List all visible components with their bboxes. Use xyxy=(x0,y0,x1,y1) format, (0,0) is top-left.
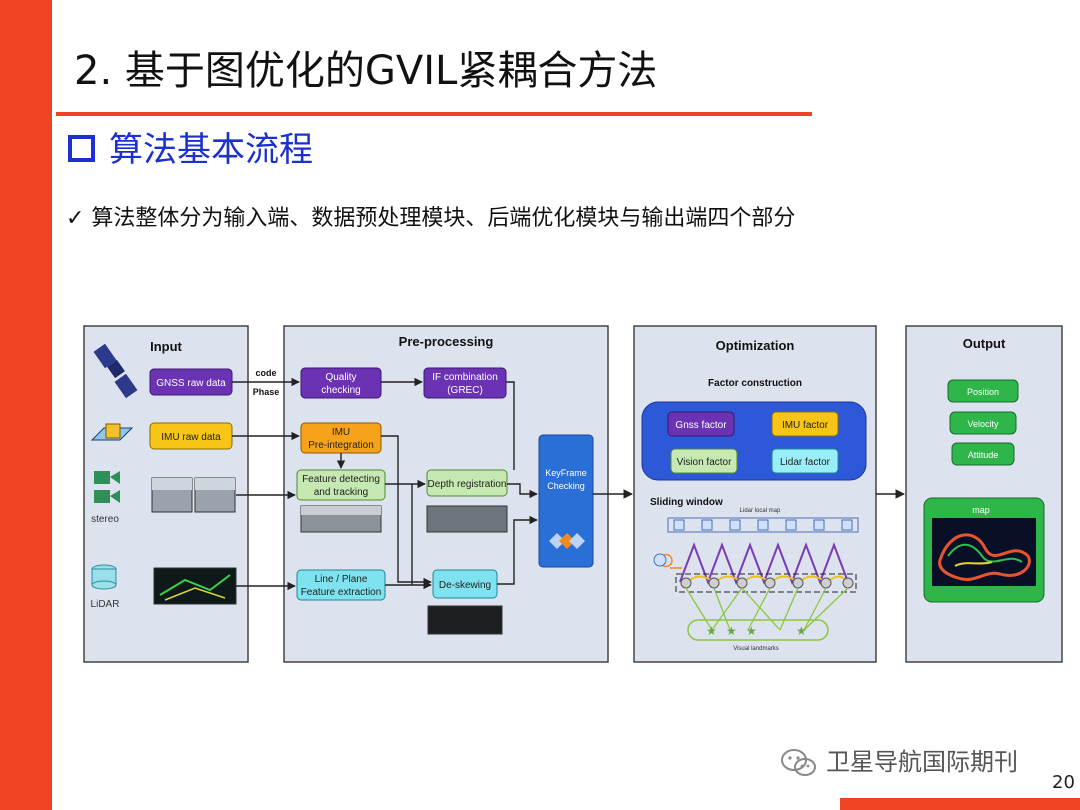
arrow-imu-to-deskew xyxy=(397,484,432,587)
line-plane-label-2: Feature extraction xyxy=(301,587,382,598)
camera-icon xyxy=(94,471,120,503)
map-label: map xyxy=(972,505,990,515)
lidar-local-map-label: Lidar local map xyxy=(740,508,781,514)
svg-text:★: ★ xyxy=(706,624,717,638)
lidar-factor-label: Lidar factor xyxy=(780,457,831,468)
wechat-icon xyxy=(781,749,816,776)
if-combination-box xyxy=(423,367,507,399)
connector-imu-right xyxy=(381,435,399,484)
position-label: Position xyxy=(967,387,999,397)
page-number: 20 xyxy=(1052,772,1075,793)
quality-checking-box xyxy=(300,367,382,399)
left-accent-bar xyxy=(0,0,52,810)
bullet-point: ✓ 算法整体分为输入端、数据预处理模块、后端优化模块与输出端四个部分 xyxy=(66,206,796,231)
quality-checking-label-1: Quality xyxy=(325,372,356,383)
optimization-panel-title: Optimization xyxy=(716,338,795,353)
velocity-box xyxy=(949,411,1017,435)
stereo-label: stereo xyxy=(91,514,119,525)
input-panel-title: Input xyxy=(150,339,182,354)
visual-landmarks-label: Visual landmarks xyxy=(733,646,779,652)
bottom-accent-bar xyxy=(840,798,1080,810)
gnss-factor-box xyxy=(667,411,735,437)
attitude-label: Attitude xyxy=(968,450,999,460)
stereo-images-thumbnail xyxy=(151,477,236,513)
quality-checking-label-2: checking xyxy=(321,385,360,396)
imu-factor-label: IMU factor xyxy=(782,420,829,431)
de-skewing-thumbnail xyxy=(427,605,503,635)
lidar-label: LiDAR xyxy=(91,599,120,610)
depth-registration-box xyxy=(426,469,508,497)
preprocessing-panel-title: Pre-processing xyxy=(399,334,494,349)
section-heading: 算法基本流程 xyxy=(68,122,313,171)
svg-text:★: ★ xyxy=(796,624,807,638)
output-panel xyxy=(905,325,1063,663)
line-plane-label-1: Line / Plane xyxy=(315,574,368,585)
imu-factor-box xyxy=(771,411,839,437)
imu-preintegration-label-1: IMU xyxy=(332,427,350,438)
if-combination-label-2: (GREC) xyxy=(447,385,483,396)
velocity-label: Velocity xyxy=(967,419,999,429)
depth-registration-label: Depth registration xyxy=(428,479,507,490)
connector-if-down xyxy=(506,381,515,470)
svg-text:★: ★ xyxy=(746,624,757,638)
imu-raw-data-label: IMU raw data xyxy=(161,432,221,443)
gnss-factor-label: Gnss factor xyxy=(675,420,727,431)
feature-detecting-label-2: and tracking xyxy=(314,487,368,498)
feature-detecting-box xyxy=(296,469,386,501)
vision-factor-label: Vision factor xyxy=(677,457,733,468)
feature-tracking-thumbnail-sky xyxy=(301,506,381,515)
sliding-window-graph: ★ ★ ★ ★ xyxy=(653,517,859,641)
arrow-depth-to-keyframe xyxy=(507,483,538,499)
de-skewing-label: De-skewing xyxy=(439,580,491,591)
svg-text:★: ★ xyxy=(726,624,737,638)
title-underline xyxy=(56,112,812,116)
code-label: code xyxy=(255,368,276,378)
imu-preintegration-label-2: Pre-integration xyxy=(308,440,374,451)
satellite-icon xyxy=(93,343,138,399)
lidar-icon xyxy=(91,564,117,590)
keyframe-checking-box xyxy=(538,434,594,568)
lidar-pointcloud-thumbnail xyxy=(153,567,237,605)
position-box xyxy=(947,379,1019,403)
slide-title: 2. 基于图优化的GVIL紧耦合方法 xyxy=(74,48,658,94)
keyframe-label-2: Checking xyxy=(547,481,585,491)
keyframe-diamonds-icon xyxy=(549,533,585,549)
lidar-factor-box xyxy=(771,448,839,474)
section-heading-text: 算法基本流程 xyxy=(109,130,313,170)
square-bullet-icon xyxy=(68,135,95,162)
vision-factor-box xyxy=(670,448,738,474)
map-pointcloud-image xyxy=(932,518,1036,586)
depth-registration-thumbnail xyxy=(426,505,508,533)
keyframe-label-1: KeyFrame xyxy=(545,468,587,478)
factor-construction-label: Factor construction xyxy=(708,378,802,389)
output-panel-title: Output xyxy=(963,336,1006,351)
phase-label: Phase xyxy=(253,387,280,397)
if-combination-label-1: IF combination xyxy=(432,372,498,383)
watermark-text: 卫星导航国际期刊 xyxy=(826,748,1018,776)
attitude-box xyxy=(951,442,1015,466)
imu-cube-icon xyxy=(90,423,134,441)
arrow-deskew-to-keyframe xyxy=(497,515,538,585)
gnss-raw-data-label: GNSS raw data xyxy=(156,378,226,389)
sliding-window-label: Sliding window xyxy=(650,497,723,508)
optimization-panel xyxy=(633,325,877,663)
feature-detecting-label-1: Feature detecting xyxy=(302,474,380,485)
